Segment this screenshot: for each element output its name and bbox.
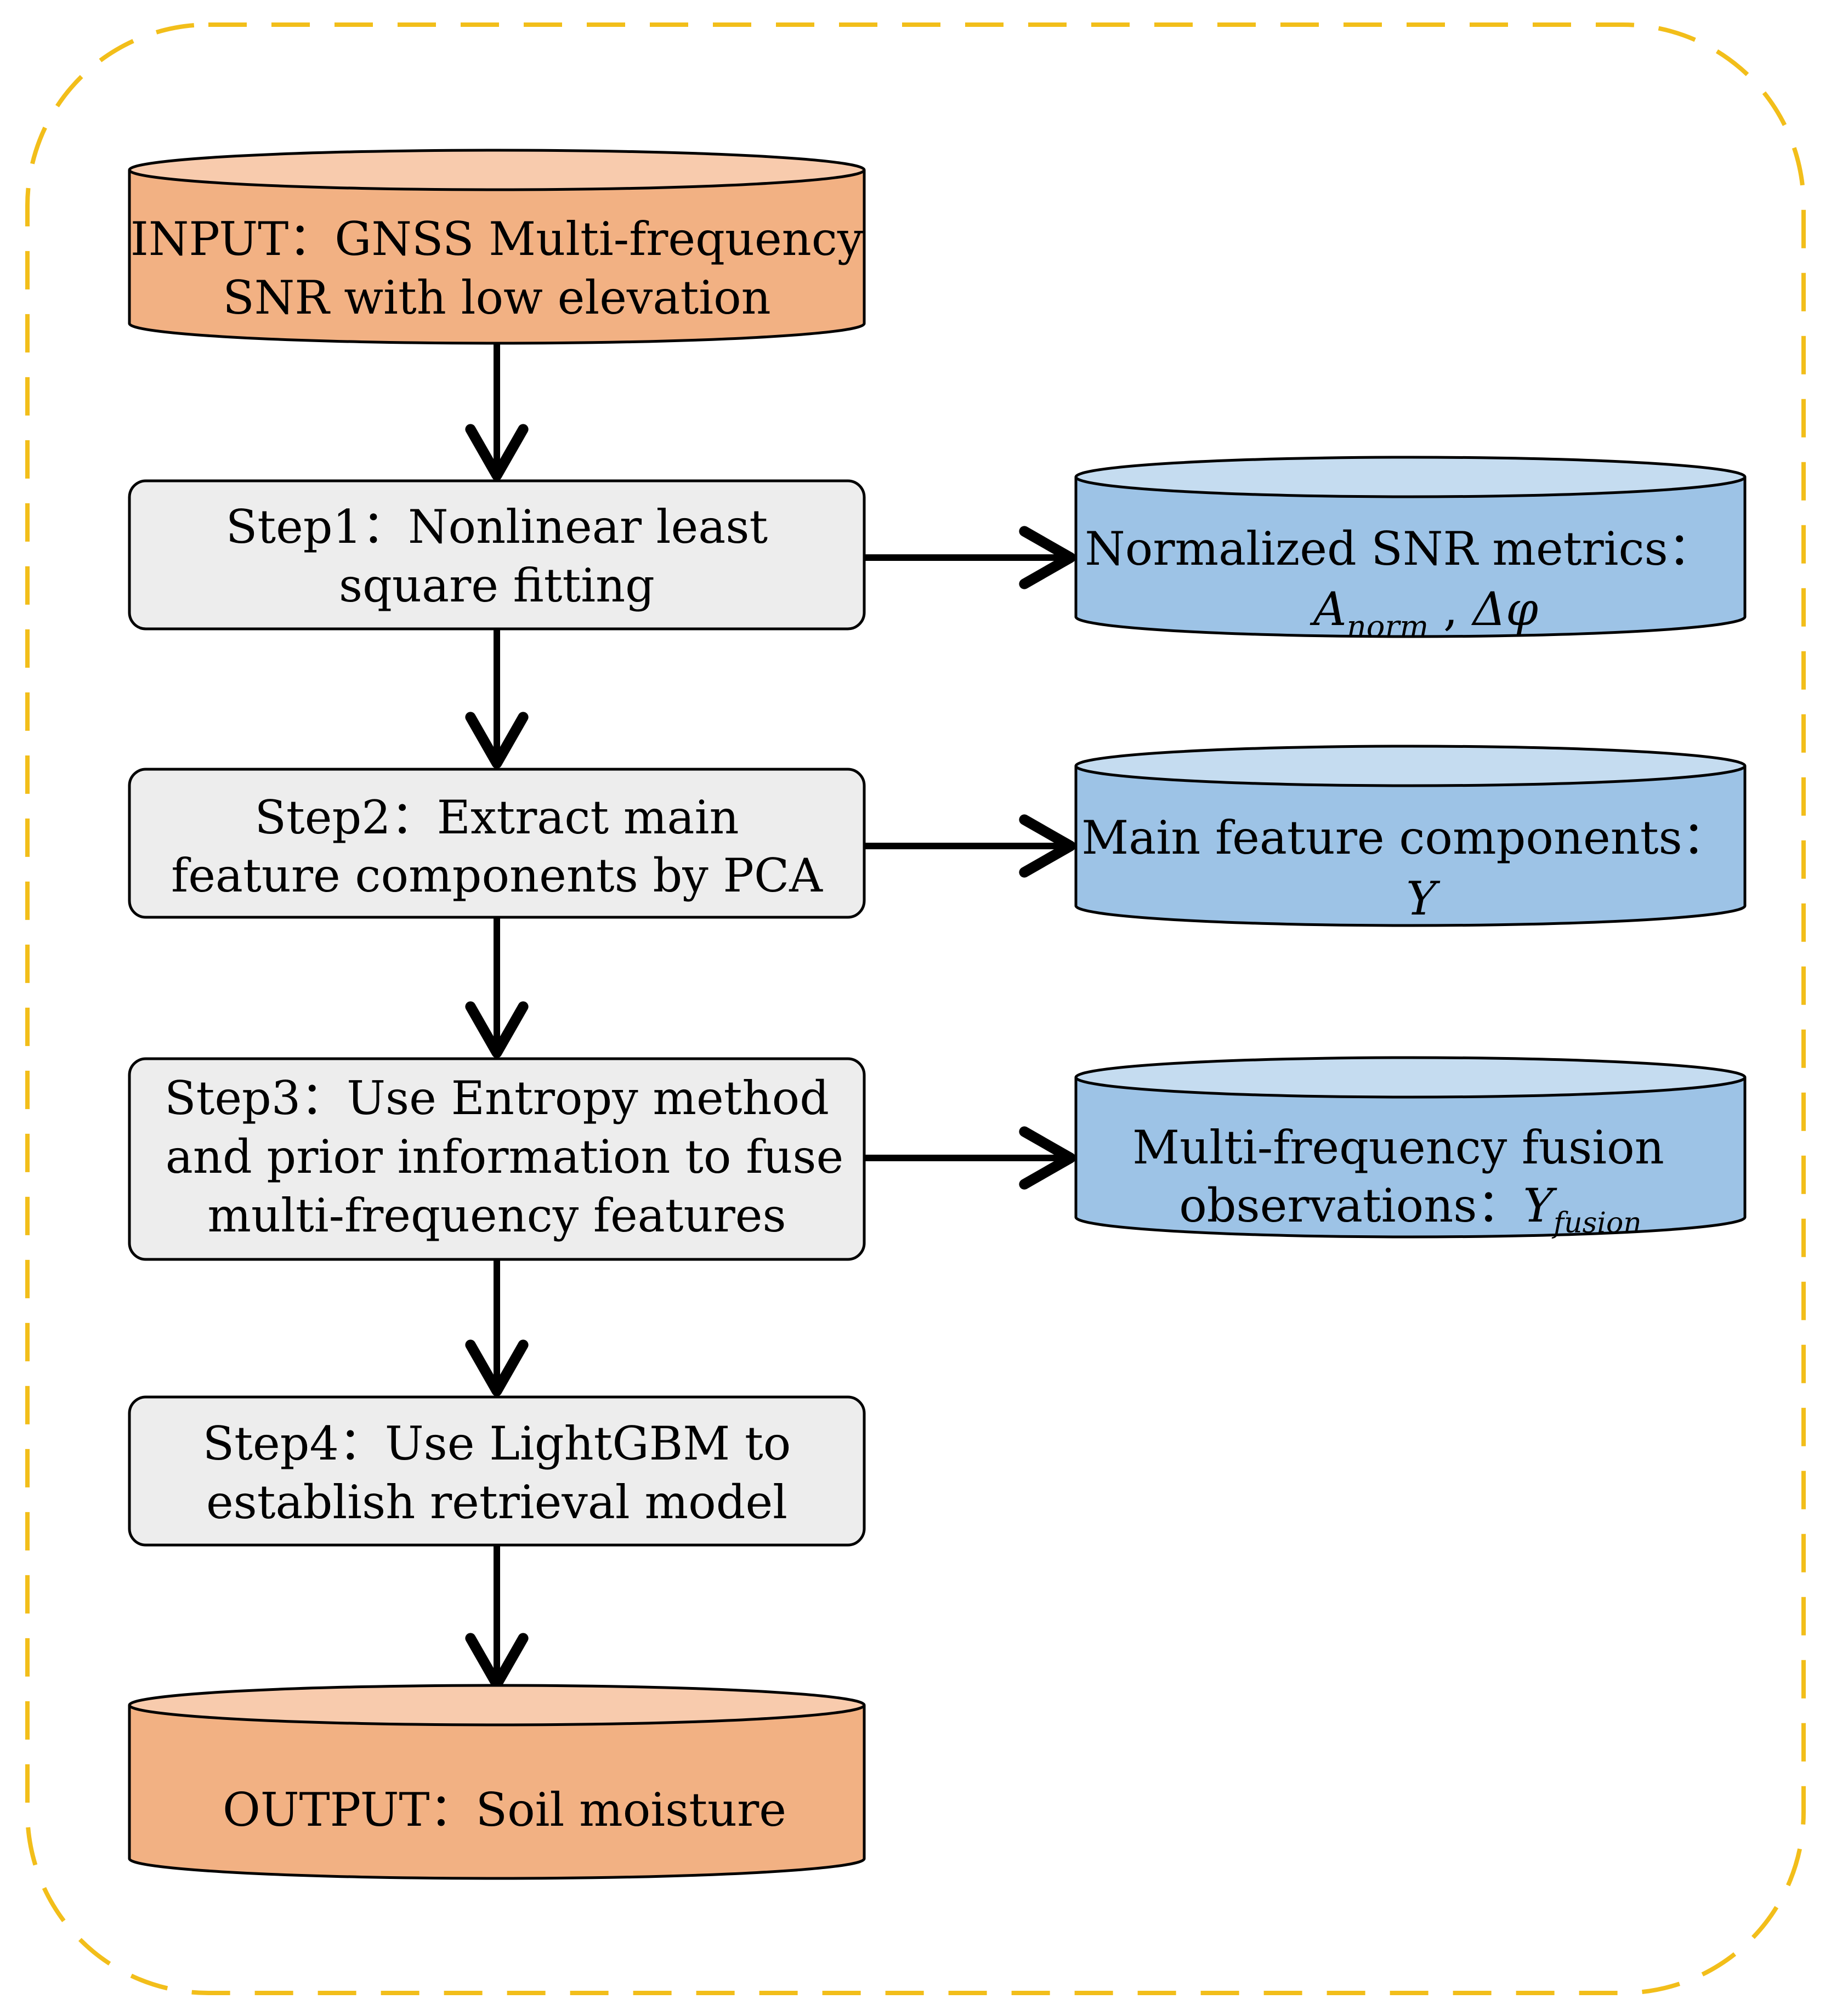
dashed-frame <box>25 22 1806 1995</box>
step3-label-line1: Step3：Use Entropy method <box>165 1071 829 1125</box>
result3-prefix: observations： <box>1179 1179 1523 1233</box>
result1-formula: Anorm , Δφ <box>1310 582 1538 645</box>
step1-label-line1: Step1：Nonlinear least <box>226 500 768 554</box>
delta-phi-symbol: Δφ <box>1471 582 1538 636</box>
result3-label-line2: observations：Yfusion <box>1179 1179 1642 1240</box>
result1-label-line1: Normalized SNR metrics： <box>1085 522 1714 576</box>
output-label: OUTPUT：Soil moisture <box>223 1783 786 1837</box>
result2-symbol: Y <box>1406 872 1441 925</box>
step2-label-line1: Step2：Extract main <box>254 791 739 844</box>
step4-box: Step4：Use LightGBM to establish retrieva… <box>128 1395 866 1547</box>
y-fusion-subscript: fusion <box>1551 1207 1642 1240</box>
step1-box: Step1：Nonlinear least square fitting <box>128 479 866 631</box>
result2-cylinder: Main feature components： Y <box>1074 745 1747 927</box>
formula-separator: , <box>1428 582 1472 636</box>
input-cylinder: INPUT：GNSS Multi-frequency SNR with low … <box>128 149 866 345</box>
output-cylinder: OUTPUT：Soil moisture <box>128 1684 866 1880</box>
y-fusion-symbol: Y <box>1523 1179 1557 1233</box>
result2-label-line1: Main feature components： <box>1081 811 1728 865</box>
result1-cylinder: Normalized SNR metrics： Anorm , Δφ <box>1074 456 1747 645</box>
step3-box: Step3：Use Entropy method and prior infor… <box>128 1057 866 1261</box>
step4-label-line1: Step4：Use LightGBM to <box>203 1417 791 1470</box>
step1-label-line2: square fitting <box>339 559 655 612</box>
a-norm-subscript: norm <box>1347 609 1429 645</box>
step3-label-line2: and prior information to fuse <box>166 1130 843 1184</box>
result3-label-line1: Multi-frequency fusion <box>1132 1121 1664 1174</box>
result3-cylinder: Multi-frequency fusion observations：Yfus… <box>1074 1056 1747 1240</box>
input-label-line1: INPUT：GNSS Multi-frequency <box>131 212 864 266</box>
step2-box: Step2：Extract main feature components by… <box>128 768 866 919</box>
step2-label-line2: feature components by PCA <box>171 849 823 902</box>
step4-label-line2: establish retrieval model <box>206 1475 787 1529</box>
a-norm-symbol: A <box>1310 582 1347 636</box>
step3-label-line3: multi-frequency features <box>207 1189 786 1242</box>
input-label-line2: SNR with low elevation <box>223 271 770 325</box>
